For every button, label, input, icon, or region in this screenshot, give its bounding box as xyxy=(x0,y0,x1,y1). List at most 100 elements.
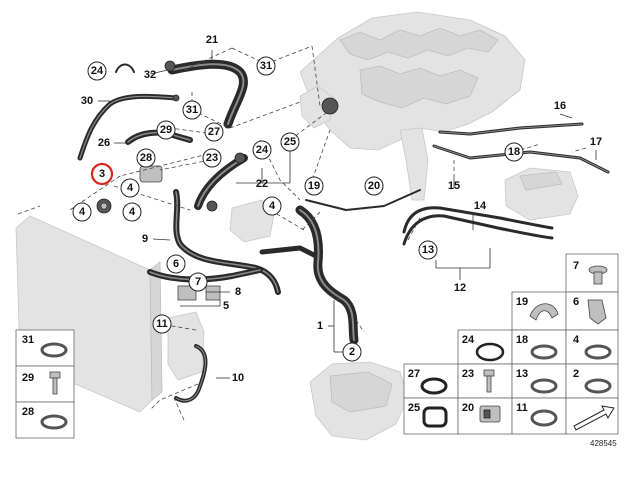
callout-18[interactable]: 18 xyxy=(504,142,524,162)
parts-cell-11[interactable]: 11 xyxy=(511,397,567,435)
parts-cell-29[interactable]: 29 xyxy=(15,365,75,403)
callout-24-mid[interactable]: 24 xyxy=(252,140,272,160)
svg-text:27: 27 xyxy=(208,126,220,138)
leader-lines xyxy=(98,50,597,379)
callout-5[interactable]: 5 xyxy=(223,300,229,312)
plastic-rivet-icon xyxy=(588,265,608,285)
svg-text:7: 7 xyxy=(195,276,201,288)
svg-text:22: 22 xyxy=(256,178,268,190)
parts-table-right: 7 19 6 24 xyxy=(403,253,619,435)
clip-icon xyxy=(587,299,607,325)
svg-text:24: 24 xyxy=(256,144,269,156)
callout-11[interactable]: 11 xyxy=(152,314,172,334)
callout-13[interactable]: 13 xyxy=(418,240,438,260)
callout-12[interactable]: 12 xyxy=(454,282,466,294)
svg-text:7: 7 xyxy=(573,260,579,272)
arrow-pointer-icon xyxy=(573,405,615,431)
callout-22[interactable]: 22 xyxy=(256,178,268,190)
parts-table-left: 31 29 28 xyxy=(15,329,75,439)
svg-text:24: 24 xyxy=(462,334,475,346)
svg-text:6: 6 xyxy=(173,258,179,270)
callout-4-b[interactable]: 4 xyxy=(72,202,92,222)
svg-text:3: 3 xyxy=(99,168,105,180)
parts-cell-18[interactable]: 18 xyxy=(511,329,567,365)
svg-text:32: 32 xyxy=(144,69,156,81)
svg-text:27: 27 xyxy=(408,368,420,380)
parts-cell-24[interactable]: 24 xyxy=(457,329,513,365)
callout-15[interactable]: 15 xyxy=(448,180,460,192)
parts-cell-20[interactable]: 20 xyxy=(457,397,513,435)
bolt-icon xyxy=(49,371,61,395)
hose-clamp-icon xyxy=(40,342,68,358)
callout-24-top[interactable]: 24 xyxy=(87,61,107,81)
svg-text:11: 11 xyxy=(156,318,168,330)
callout-2[interactable]: 2 xyxy=(342,342,362,362)
svg-text:4: 4 xyxy=(129,206,136,218)
bolt-icon xyxy=(483,369,495,393)
callout-26[interactable]: 26 xyxy=(98,137,110,149)
callout-8[interactable]: 8 xyxy=(235,286,241,298)
svg-text:18: 18 xyxy=(508,146,520,158)
reference-number: 428545 xyxy=(590,439,617,448)
hose-clamp-icon xyxy=(584,378,612,394)
parts-cell-28[interactable]: 28 xyxy=(15,401,75,439)
callout-3-highlighted[interactable]: 3 xyxy=(90,162,114,186)
parts-cell-27[interactable]: 27 xyxy=(403,363,459,399)
parts-cell-7[interactable]: 7 xyxy=(565,253,619,293)
callout-31-mid[interactable]: 31 xyxy=(182,100,202,120)
highlight-ring xyxy=(90,162,114,186)
parts-cell-25[interactable]: 25 xyxy=(403,397,459,435)
callout-19[interactable]: 19 xyxy=(304,176,324,196)
callout-27[interactable]: 27 xyxy=(204,122,224,142)
svg-text:21: 21 xyxy=(206,34,218,46)
parts-cell-13[interactable]: 13 xyxy=(511,363,567,399)
svg-text:17: 17 xyxy=(590,136,602,148)
callout-4-c[interactable]: 4 xyxy=(122,202,142,222)
callout-4-d[interactable]: 4 xyxy=(262,196,282,216)
callout-7[interactable]: 7 xyxy=(188,272,208,292)
svg-text:2: 2 xyxy=(349,346,355,358)
callout-17[interactable]: 17 xyxy=(590,136,602,148)
svg-text:20: 20 xyxy=(462,402,474,414)
callout-10[interactable]: 10 xyxy=(232,372,244,384)
parts-cell-23[interactable]: 23 xyxy=(457,363,513,399)
callout-29[interactable]: 29 xyxy=(156,120,176,140)
callout-20[interactable]: 20 xyxy=(364,176,384,196)
svg-text:19: 19 xyxy=(516,296,528,308)
svg-text:28: 28 xyxy=(140,152,152,164)
callout-9[interactable]: 9 xyxy=(142,233,148,245)
callout-21[interactable]: 21 xyxy=(206,34,218,46)
callout-25[interactable]: 25 xyxy=(280,132,300,152)
callout-16[interactable]: 16 xyxy=(554,100,566,112)
hose-clamp-icon xyxy=(530,344,558,360)
callout-30[interactable]: 30 xyxy=(81,95,93,107)
electric-pump-ghost xyxy=(229,199,275,243)
svg-text:1: 1 xyxy=(317,320,323,332)
svg-text:25: 25 xyxy=(284,136,296,148)
parts-cell-2[interactable]: 2 xyxy=(565,363,619,399)
reservoir-11-ghost xyxy=(167,311,205,381)
clamp-icon xyxy=(529,303,559,321)
callout-28[interactable]: 28 xyxy=(136,148,156,168)
expansion-tank-ghost xyxy=(504,167,579,221)
callout-4-a[interactable]: 4 xyxy=(120,178,140,198)
callout-23[interactable]: 23 xyxy=(202,148,222,168)
parts-cell-31[interactable]: 31 xyxy=(15,329,75,367)
o-ring-icon xyxy=(475,342,505,362)
callout-32[interactable]: 32 xyxy=(144,69,156,81)
svg-text:23: 23 xyxy=(462,368,474,380)
callout-14[interactable]: 14 xyxy=(474,200,487,212)
callout-1[interactable]: 1 xyxy=(317,320,323,332)
svg-text:28: 28 xyxy=(22,406,34,418)
svg-text:25: 25 xyxy=(408,402,420,414)
connector-icon xyxy=(479,405,501,423)
callout-6[interactable]: 6 xyxy=(166,254,186,274)
parts-cell-6[interactable]: 6 xyxy=(565,291,619,331)
parts-cell-19[interactable]: 19 xyxy=(511,291,567,331)
parts-cell-arrow[interactable] xyxy=(565,397,619,435)
svg-text:8: 8 xyxy=(235,286,241,298)
callout-31-top[interactable]: 31 xyxy=(256,56,276,76)
hose-clamp-icon xyxy=(530,378,558,394)
parts-cell-4[interactable]: 4 xyxy=(565,329,619,365)
